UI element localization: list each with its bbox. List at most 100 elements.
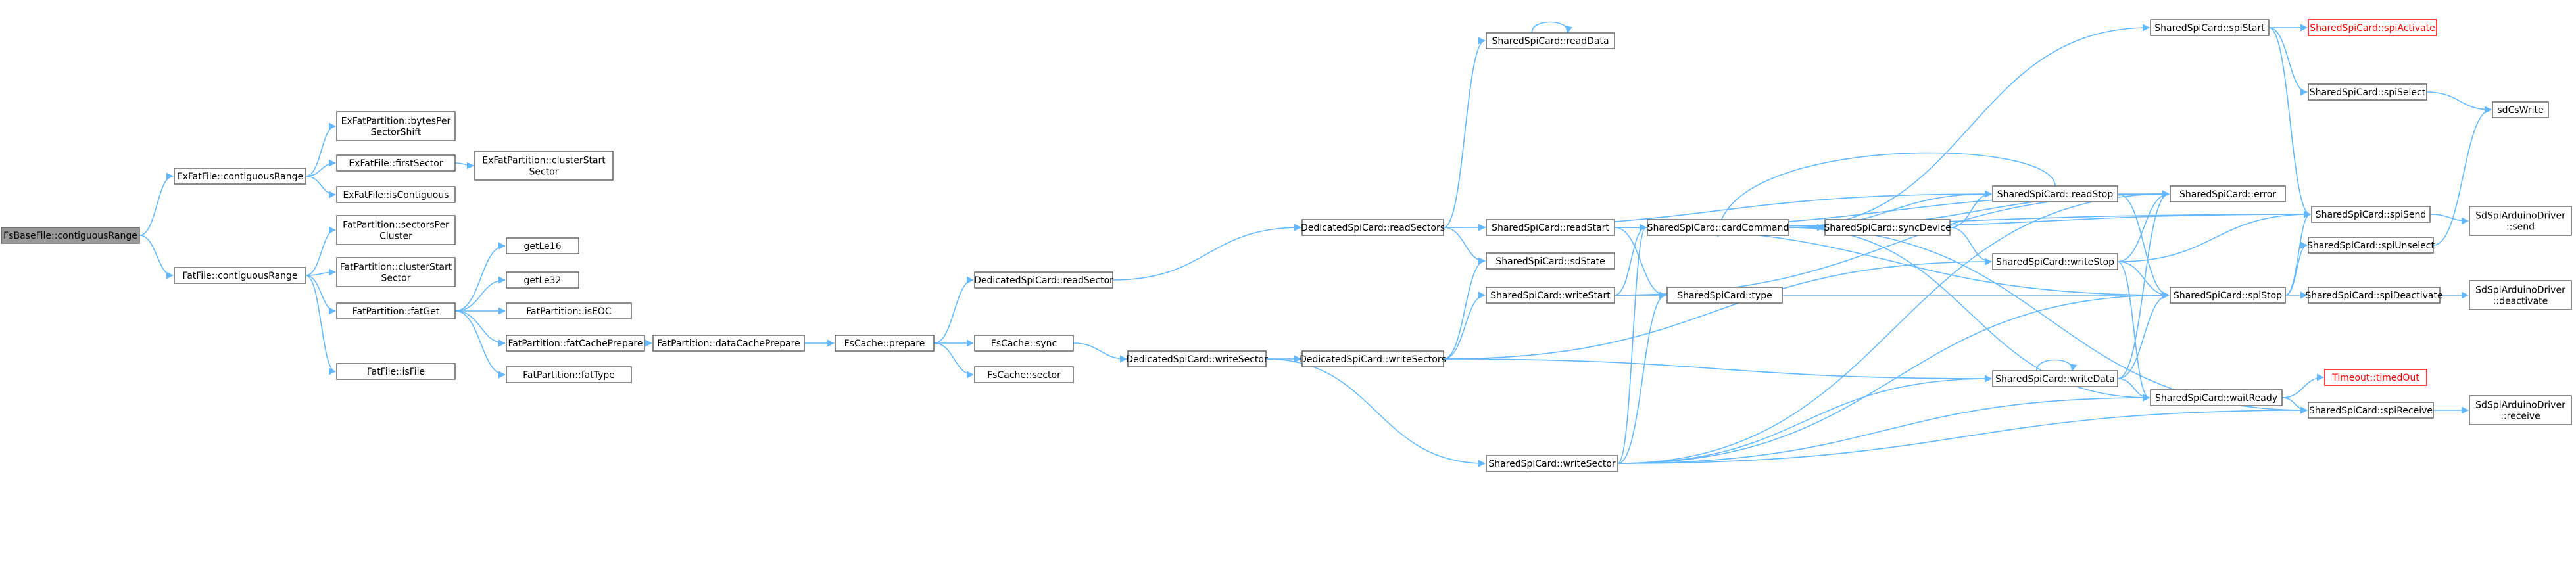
node-getle32[interactable]: getLe32 [506,271,579,289]
edge-ssc_writedata-to-ssc_spistop [2117,291,2170,379]
node-ssc_sdstate[interactable]: SharedSpiCard::sdState [1486,252,1615,270]
node-box [1992,370,2118,387]
node-box [336,111,456,141]
node-timeout[interactable]: Timeout::timedOut [2324,369,2427,386]
node-ssc_spistop[interactable]: SharedSpiCard::spiStop [2170,287,2286,304]
edge-arrow [1443,227,1486,265]
edge-fatfile_cr-to-fp_css [305,268,337,276]
node-ssc_writestart[interactable]: SharedSpiCard::writeStart [1486,287,1615,304]
edge-exf_fs-to-exp_css [454,162,475,170]
node-label: SharedSpiCard::writeData [1995,374,2115,385]
node-fsbase[interactable]: FsBaseFile::contiguousRange [1,227,140,244]
node-dsc_rsec[interactable]: DedicatedSpiCard::readSector [974,271,1113,289]
edge-ssc_readdata-to-ssc_readdata [1531,21,1572,34]
node-label: SharedSpiCard::syncDevice [1824,223,1951,233]
node-sad_receive[interactable]: SdSpiArduinoDriver::receive [2469,395,2572,425]
node-fp_fcp[interactable]: FatPartition::fatCachePrepare [506,335,645,352]
node-ssc_spiactivate[interactable]: SharedSpiCard::spiActivate [2308,19,2437,36]
node-fp_fattype[interactable]: FatPartition::fatType [506,366,632,383]
node-label: SectorShift [371,128,422,138]
node-ssc_spiselect[interactable]: SharedSpiCard::spiSelect [2308,83,2427,101]
node-ssc_spiunselect[interactable]: SharedSpiCard::spiUnselect [2307,237,2435,254]
node-box [2170,185,2286,202]
edge-ssc_waitready-to-ssc_spireceive [2281,397,2308,414]
node-fp_dcp[interactable]: FatPartition::dataCachePrepare [652,335,805,352]
node-exf_fs[interactable]: ExFatFile::firstSector [336,154,456,172]
node-ssc_spideactivate[interactable]: SharedSpiCard::spiDeactivate [2305,287,2443,304]
node-ssc_readstart[interactable]: SharedSpiCard::readStart [1486,219,1615,236]
edge-arrow [933,342,975,379]
node-fsc_sync[interactable]: FsCache::sync [974,335,1074,352]
node-getle16[interactable]: getLe16 [506,237,579,254]
node-ssc_writesector[interactable]: SharedSpiCard::writeSector [1486,455,1618,472]
node-ssc_writedata[interactable]: SharedSpiCard::writeData [1992,370,2118,387]
edge-ssc_writesector-to-ssc_waitready [1617,394,2151,464]
node-box [2308,402,2434,419]
node-box [835,335,935,352]
node-label: FsCache::sync [991,339,1057,349]
edge-arrow [1617,406,2308,464]
node-label: SharedSpiCard::spiSend [2316,210,2426,220]
node-ssc_readdata[interactable]: SharedSpiCard::readData [1486,32,1615,49]
node-fsc_sector[interactable]: FsCache::sector [974,366,1074,383]
node-dsc_rsecs[interactable]: DedicatedSpiCard::readSectors [1301,219,1445,236]
node-box [174,267,306,284]
node-exfile_cr[interactable]: ExFatFile::contiguousRange [174,168,306,185]
node-label: Sector [381,273,410,284]
node-box [2311,206,2431,223]
edge-arrow [1112,224,1302,281]
node-sad_send[interactable]: SdSpiArduinoDriver::send [2469,206,2572,236]
node-label: DedicatedSpiCard::readSector [974,275,1113,286]
node-ssc_spistart[interactable]: SharedSpiCard::spiStart [2150,19,2270,36]
edge-ssc_waitready-to-timeout [2281,373,2325,398]
node-ssc_waitready[interactable]: SharedSpiCard::waitReady [2150,389,2283,406]
node-box [2170,287,2286,304]
edge-arrow [1614,190,2170,296]
node-ssc_error[interactable]: SharedSpiCard::error [2170,185,2286,202]
node-ssc_writestop[interactable]: SharedSpiCard::writeStop [1992,253,2118,270]
node-box [2324,369,2427,386]
node-label: ExFatFile::contiguousRange [177,172,303,182]
node-box [1992,185,2118,202]
node-dsc_wsec[interactable]: DedicatedSpiCard::writeSector [1126,350,1268,367]
node-ssc_cardcommand[interactable]: SharedSpiCard::cardCommand [1647,219,1789,236]
edge-arrow [2117,210,2312,262]
edge-dsc_wsec-to-ssc_writesector [1265,358,1486,467]
node-fp_fatget[interactable]: FatPartition::fatGet [336,302,456,319]
node-box [2150,19,2270,36]
node-box [2492,101,2549,118]
edge-arrow [454,242,506,312]
node-sad_deactivate[interactable]: SdSpiArduinoDriver::deactivate [2469,280,2572,310]
node-label: ExFatFile::firstSector [349,158,443,169]
node-box [1127,350,1267,367]
edge-ssc_syncdevice-to-ssc_readstop [1949,190,1993,228]
node-ssc_syncdevice[interactable]: SharedSpiCard::syncDevice [1824,219,1951,236]
node-fp_iseoc[interactable]: FatPartition::isEOC [506,302,632,319]
node-label: FatFile::contiguousRange [182,271,297,281]
node-ssc_spisend[interactable]: SharedSpiCard::spiSend [2311,206,2431,223]
edge-exfile_cr-to-exf_fs [305,159,337,177]
node-label: SharedSpiCard::spiDeactivate [2305,291,2442,301]
edge-arrow [1073,342,1128,363]
node-ssc_type[interactable]: SharedSpiCard::type [1666,287,1783,304]
node-label: SharedSpiCard::sdState [1495,256,1605,267]
node-sdcswrite[interactable]: sdCsWrite [2492,101,2549,118]
node-ssc_readstop[interactable]: SharedSpiCard::readStop [1992,185,2118,202]
node-ssc_spireceive[interactable]: SharedSpiCard::spiReceive [2308,402,2434,419]
node-exf_isc[interactable]: ExFatFile::isContiguous [336,186,456,203]
node-fsc_prep[interactable]: FsCache::prepare [835,335,935,352]
edge-arrow [454,162,475,170]
node-box [1301,219,1444,236]
node-box [2469,206,2572,236]
node-ff_isfile[interactable]: FatFile::isFile [336,363,456,380]
node-fatfile_cr[interactable]: FatFile::contiguousRange [174,267,306,284]
edge-dsc_wsecs-to-ssc_writestart [1443,291,1486,360]
node-box [1486,455,1618,472]
node-dsc_wsecs[interactable]: DedicatedSpiCard::writeSectors [1300,350,1446,367]
edge-arrow [1531,21,1572,34]
edge-ssc_writesector-to-ssc_spireceive [1617,406,2308,464]
